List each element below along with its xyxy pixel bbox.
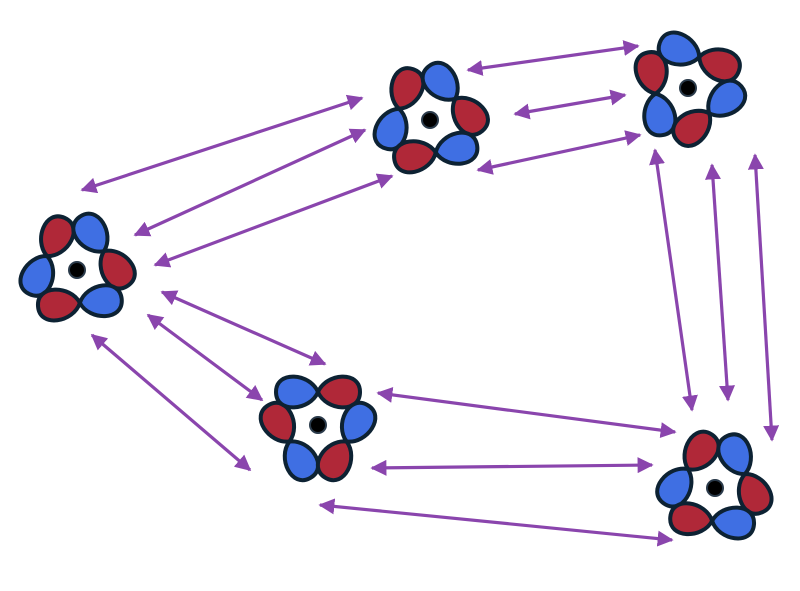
red-lobe (736, 472, 774, 516)
red-lobe (671, 108, 713, 148)
p-orbital (392, 130, 480, 175)
p-orbital (655, 429, 721, 509)
double-arrow-A-B (513, 89, 627, 120)
p-orbital (18, 214, 76, 298)
blue-lobe (433, 130, 480, 166)
double-arrow-B-E (747, 153, 780, 442)
double-arrow-B-E (649, 148, 698, 412)
red-lobe (316, 374, 362, 410)
nucleus-dot (309, 416, 327, 434)
p-orbital (258, 400, 320, 483)
nucleus-dot (421, 111, 439, 129)
p-orbital (668, 501, 756, 541)
blue-lobe (706, 78, 748, 118)
p-orbital (633, 50, 678, 138)
red-lobe (697, 47, 742, 84)
double-arrow-C-A (153, 173, 394, 268)
red-lobe (39, 214, 76, 259)
nucleus-dot (68, 261, 86, 279)
double-arrow-D-E (370, 457, 654, 476)
blue-lobe (372, 106, 409, 152)
blue-lobe (71, 211, 110, 254)
blue-lobe (655, 466, 694, 509)
red-lobe (392, 139, 438, 175)
p-orbital (716, 432, 774, 516)
red-lobe (258, 400, 296, 444)
red-lobe (316, 439, 354, 483)
blue-lobe (656, 30, 702, 67)
double-arrow-D-E (376, 386, 677, 439)
orbital-cluster-B (633, 30, 748, 148)
orbital-cluster-C (18, 211, 137, 323)
orbital-cluster-A (372, 60, 490, 175)
red-lobe (98, 248, 137, 291)
red-lobe (668, 501, 715, 537)
blue-lobe (716, 432, 753, 477)
p-orbital (274, 374, 362, 410)
double-arrow-C-D (160, 290, 327, 366)
nucleus-dot (706, 479, 724, 497)
blue-lobe (77, 283, 124, 319)
double-arrow-C-D (90, 333, 252, 472)
double-arrow-C-A (133, 128, 367, 237)
orbital-cluster-D (258, 374, 378, 483)
double-arrow-B-E (704, 163, 736, 402)
nucleus-dot (679, 79, 697, 97)
red-lobe (450, 95, 490, 137)
red-lobe (682, 429, 721, 472)
blue-lobe (274, 374, 320, 410)
p-orbital (420, 60, 490, 137)
blue-lobe (340, 400, 378, 444)
blue-lobe (710, 505, 756, 541)
p-orbital (372, 66, 426, 152)
blue-lobe (420, 60, 460, 102)
orbital-clusters-layer (18, 30, 774, 541)
p-orbital (36, 283, 124, 323)
red-lobe (36, 287, 82, 323)
p-orbital (71, 211, 137, 291)
double-arrow-A-B (476, 130, 642, 175)
double-arrow-A-B (466, 40, 640, 76)
red-lobe (633, 50, 669, 96)
double-arrow-D-E (318, 498, 674, 547)
blue-lobe (18, 254, 56, 298)
red-lobe (389, 66, 426, 111)
p-orbital (656, 30, 742, 84)
double-arrow-C-A (80, 94, 364, 194)
orbital-cluster-E (655, 429, 774, 541)
p-orbital (671, 78, 748, 148)
arrows-layer (80, 40, 780, 547)
p-orbital (316, 400, 378, 483)
blue-lobe (282, 439, 320, 483)
blue-lobe (642, 91, 678, 138)
